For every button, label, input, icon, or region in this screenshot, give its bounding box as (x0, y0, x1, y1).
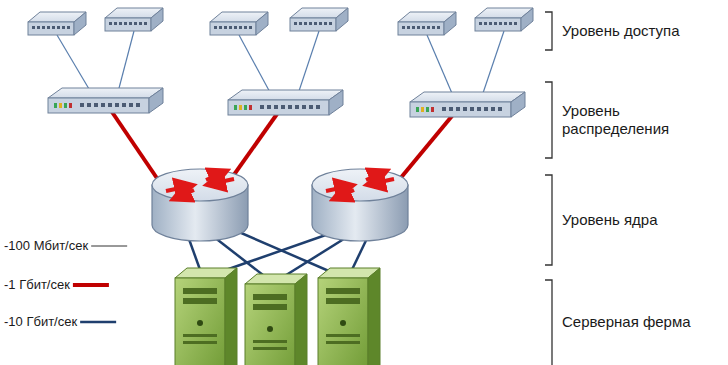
distribution-switch (228, 90, 343, 115)
level-label: Уровень доступа (562, 22, 680, 40)
level-label: Уровень ядра (562, 211, 658, 229)
server (175, 268, 237, 365)
level-label: Уровень распределения (562, 102, 687, 138)
access-switch (210, 12, 268, 35)
legend-text: -1 Гбит/сек (4, 277, 70, 293)
server (245, 274, 307, 365)
core-router (152, 169, 248, 241)
access-switch (398, 12, 456, 35)
legend-text: -10 Гбит/сек (4, 314, 77, 330)
legend-text: -100 Мбит/сек (4, 238, 88, 254)
access-switch (28, 12, 86, 35)
level-brackets (545, 12, 552, 365)
server (318, 268, 380, 365)
legend-line (91, 246, 127, 247)
legend-line (73, 283, 109, 287)
distribution-switch (410, 92, 525, 117)
core-router (312, 169, 408, 241)
level-label: Серверная ферма (562, 313, 691, 331)
distribution-switch (48, 88, 163, 113)
access-switch (105, 8, 163, 31)
access-switch (290, 8, 348, 31)
access-switch (475, 8, 533, 31)
legend-line (80, 321, 116, 324)
